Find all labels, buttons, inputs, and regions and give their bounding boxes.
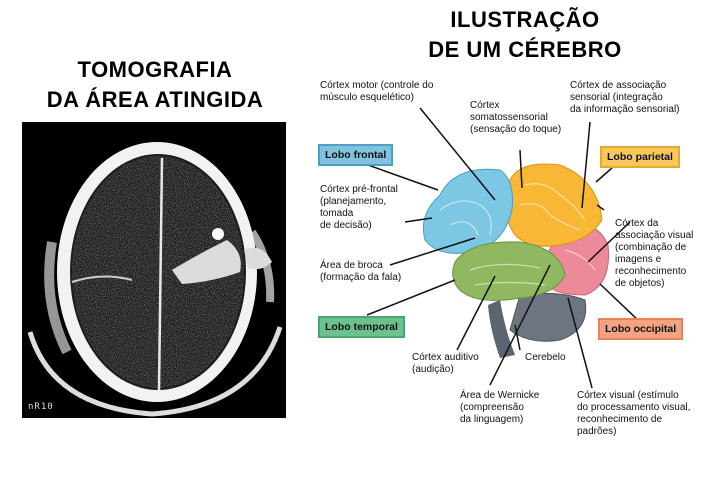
label-wernicke: Área de Wernicke (compreensão da linguag…	[460, 390, 540, 425]
label-broca: Área de broca (formação da fala)	[320, 260, 402, 283]
label-cortex-motor: Córtex motor (controle do músculo esquel…	[320, 80, 434, 103]
label-associacao-sensorial: Córtex de associação sensorial (integraç…	[570, 80, 680, 115]
lobe-label-occipital: Lobo occipital	[598, 318, 684, 340]
label-auditivo: Córtex auditivo (audição)	[412, 352, 479, 375]
brain-title-line1: ILUSTRAÇÃO	[450, 7, 600, 32]
ct-scan-tag: nR10	[28, 402, 54, 412]
ct-scan-graphic	[27, 142, 283, 417]
ct-title: TOMOGRAFIA DA ÁREA ATINGIDA	[0, 55, 310, 115]
brain-title-line2: DE UM CÉREBRO	[428, 37, 622, 62]
ct-title-line1: TOMOGRAFIA	[77, 57, 233, 82]
lobe-label-frontal: Lobo frontal	[318, 144, 394, 166]
lobe-label-parietal: Lobo parietal	[600, 146, 680, 168]
label-cortex-visual: Córtex visual (estímulo do processamento…	[577, 390, 691, 437]
lobe-label-temporal: Lobo temporal	[318, 316, 405, 338]
label-somatossensorial: Córtex somatossensorial (sensação do toq…	[470, 100, 562, 135]
brain-title: ILUSTRAÇÃO DE UM CÉREBRO	[380, 5, 670, 65]
label-associacao-visual: Córtex da associação visual (combinação …	[615, 218, 694, 289]
label-pre-frontal: Córtex pré-frontal (planejamento, tomada…	[320, 184, 398, 231]
ct-title-line2: DA ÁREA ATINGIDA	[46, 87, 264, 112]
label-cerebelo: Cerebelo	[525, 352, 566, 363]
ct-scan-image: nR10	[22, 122, 286, 418]
